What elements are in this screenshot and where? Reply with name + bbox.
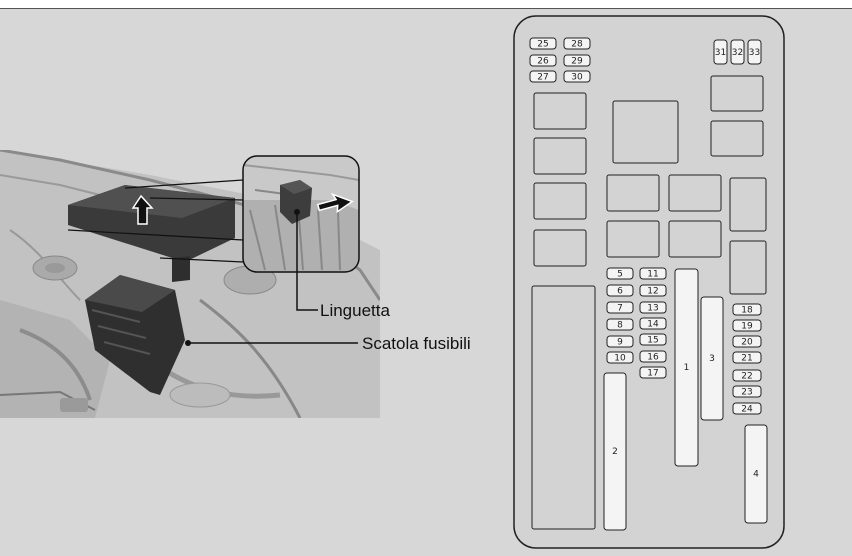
fuse-label-12: 12 bbox=[647, 287, 658, 297]
fuse-label-2: 2 bbox=[612, 447, 618, 457]
fuse-label-13: 13 bbox=[647, 304, 658, 314]
fuse-box-label: Scatola fusibili bbox=[362, 334, 471, 353]
fuse-label-4: 4 bbox=[753, 470, 759, 480]
fuse-label-11: 11 bbox=[647, 270, 658, 280]
fuse-label-15: 15 bbox=[647, 336, 658, 346]
fuse-label-23: 23 bbox=[741, 388, 752, 398]
fuse-label-9: 9 bbox=[617, 338, 623, 348]
fuse-label-19: 19 bbox=[741, 322, 753, 332]
fuse-label-10: 10 bbox=[614, 354, 626, 364]
fuse-label-16: 16 bbox=[647, 353, 659, 363]
fuse-label-6: 6 bbox=[617, 287, 623, 297]
fuse-label-1: 1 bbox=[684, 363, 690, 373]
fuse-label-18: 18 bbox=[741, 306, 753, 316]
fuse-label-25: 25 bbox=[537, 40, 548, 50]
fuse-label-26: 26 bbox=[537, 57, 549, 67]
fuse-label-32: 32 bbox=[732, 48, 743, 58]
fuse-label-31: 31 bbox=[715, 48, 726, 58]
fuse-label-21: 21 bbox=[741, 354, 752, 364]
fuse-label-22: 22 bbox=[741, 372, 752, 382]
fuse-label-27: 27 bbox=[537, 73, 548, 83]
fuse-label-29: 29 bbox=[571, 57, 583, 67]
fuse-label-14: 14 bbox=[647, 320, 659, 330]
fuse-label-8: 8 bbox=[617, 321, 623, 331]
fuse-label-30: 30 bbox=[571, 73, 583, 83]
fuse-label-28: 28 bbox=[571, 40, 583, 50]
fuse-label-5: 5 bbox=[617, 270, 623, 280]
fuse-label-33: 33 bbox=[749, 48, 760, 58]
fuse-label-3: 3 bbox=[709, 354, 715, 364]
fuse-label-7: 7 bbox=[617, 304, 623, 314]
tab-inset bbox=[243, 156, 359, 272]
fuse-label-24: 24 bbox=[741, 405, 753, 415]
tab-label: Linguetta bbox=[320, 301, 390, 320]
fuse-label-17: 17 bbox=[647, 369, 658, 379]
fuse-label-20: 20 bbox=[741, 338, 753, 348]
